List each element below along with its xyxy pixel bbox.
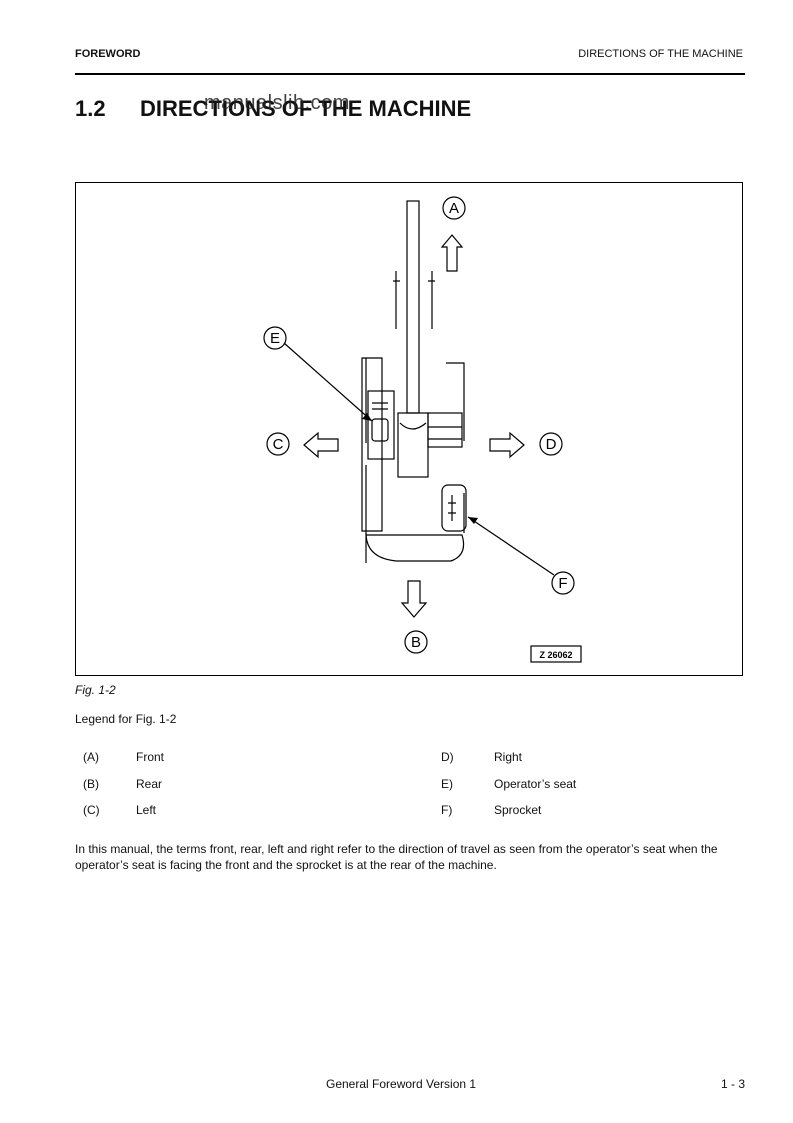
engine-cover (427, 412, 463, 448)
counterweight (365, 532, 465, 562)
legend-text-c: Left (136, 803, 157, 817)
callout-a-label: A (449, 200, 459, 217)
leader-f (467, 516, 555, 576)
leader-e (283, 342, 373, 422)
legend-key-b: (B) (83, 777, 99, 791)
figure-caption: Fig. 1-2 (75, 683, 116, 697)
body-paragraph: In this manual, the terms front, rear, l… (75, 842, 718, 872)
cab (367, 390, 395, 460)
running-header-left: FOREWORD (75, 48, 141, 60)
arrow-right (489, 431, 525, 459)
footer-title: General Foreword Version 1 (326, 1077, 477, 1091)
right-track (446, 362, 465, 533)
callout-e-circle (263, 326, 287, 350)
legend-title: Legend for Fig. 1-2 (75, 712, 177, 726)
leader-e-arrowhead (362, 413, 372, 421)
callout-e-label: E (270, 330, 280, 347)
callout-b-label: B (411, 634, 421, 651)
turret (397, 412, 429, 478)
callout-a-circle (442, 196, 466, 220)
boom-bracket (393, 271, 435, 329)
figure-code-box (530, 645, 582, 663)
section-title: DIRECTIONS OF THE MACHINE (140, 96, 472, 121)
header-rule (75, 73, 745, 75)
machine-directions-figure: A B C D E F Z 26062 (75, 182, 743, 676)
callout-d-label: D (546, 436, 557, 453)
legend-key-d: D) (441, 750, 454, 764)
running-header-right: DIRECTIONS OF THE MACHINE (578, 48, 743, 60)
callout-d-circle (539, 432, 563, 456)
legend-text-a: Front (136, 750, 165, 764)
legend-text-f: Sprocket (494, 803, 542, 817)
section-number: 1.2 (75, 96, 106, 121)
sprocket (448, 495, 456, 521)
legend-key-f: F) (441, 803, 453, 817)
arrow-rear (400, 580, 428, 618)
callout-c-label: C (273, 436, 284, 453)
machine-top-view-diagram: A B C D E F Z 26062 (263, 196, 582, 663)
legend-key-e: E) (441, 777, 453, 791)
boom (406, 200, 420, 414)
callout-f-circle (551, 571, 575, 595)
arrow-front (440, 234, 464, 272)
legend-key-c: (C) (83, 803, 100, 817)
watermark: manualslib.com (204, 92, 350, 114)
figure-code: Z 26062 (539, 650, 572, 660)
callout-c-circle (266, 432, 290, 456)
arrow-left (303, 431, 339, 459)
operator-seat (371, 418, 389, 442)
callout-b-circle (404, 630, 428, 654)
page-number: 1 - 3 (720, 1077, 745, 1091)
leader-f-arrowhead (468, 517, 478, 524)
legend-text-b: Rear (136, 777, 163, 791)
legend-key-a: (A) (83, 750, 99, 764)
left-track (361, 357, 383, 532)
sprocket-housing (441, 484, 467, 532)
legend-text-e: Operator’s seat (494, 777, 577, 791)
callout-f-label: F (558, 575, 567, 592)
legend-text-d: Right (494, 750, 523, 764)
